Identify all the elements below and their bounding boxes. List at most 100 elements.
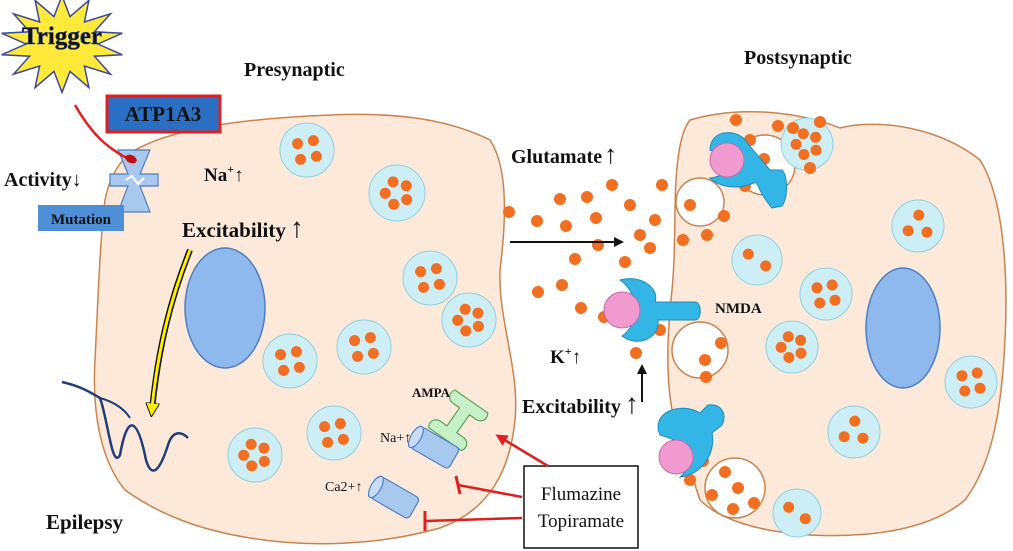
glutamate-dot (531, 215, 543, 227)
trigger-label: Trigger (22, 23, 102, 50)
nmda-receptor (657, 404, 725, 478)
vesicle (944, 355, 998, 409)
ampa-label: AMPA (412, 385, 451, 400)
glutamate-dot (684, 474, 696, 486)
glutamate-dot (581, 191, 593, 203)
glutamate-dot (814, 116, 826, 128)
gene-label: ATP1A3 (125, 102, 202, 126)
glutamate-dot (772, 120, 784, 132)
pathway-arrow-fill (150, 249, 192, 409)
drug-activate-ampa-arrow (495, 434, 549, 468)
nmda-receptor (708, 132, 787, 209)
glutamate-dot (748, 497, 760, 509)
vesicle (891, 199, 945, 253)
glutamate-dot (619, 256, 631, 268)
vesicle (368, 164, 426, 222)
postsynaptic-excitability-label: Excitability↑ (522, 389, 639, 420)
up-arrow-icon: ↑ (625, 389, 639, 420)
glutamate-dot (649, 214, 661, 226)
up-arrow-icon: ↑ (572, 347, 582, 368)
epilepsy-trace (99, 397, 131, 419)
glutamate-dot (556, 279, 568, 291)
down-arrow-icon: ↓ (72, 169, 82, 191)
glutamate-dot (701, 229, 713, 241)
pointer-tip-icon (125, 154, 137, 164)
glutamate-dot (727, 503, 739, 515)
glutamate-dot (592, 239, 604, 251)
vesicle (402, 250, 458, 306)
glutamate-dot (730, 114, 742, 126)
glutamate-dot (644, 242, 656, 254)
gene-box (105, 94, 222, 134)
glutamate-dot (634, 229, 646, 241)
trigger-pointer (73, 104, 131, 162)
vesicle (765, 320, 819, 374)
up-arrow-icon: ↑ (290, 213, 304, 244)
vesicle (799, 267, 853, 321)
presynaptic-heading: Presynaptic (244, 59, 345, 81)
glutamate-dot (569, 253, 581, 265)
sodium-channel (407, 425, 460, 469)
atp1a3-pump (109, 149, 159, 213)
potassium-increase-label: K+↑ (550, 344, 581, 368)
vesicle (306, 405, 362, 461)
glutamate-dot (699, 354, 711, 366)
spine-pocket (671, 321, 729, 379)
calcium-channel-label: Ca2+↑ (325, 480, 362, 495)
vesicle (227, 427, 283, 483)
presynaptic-excitability-label: Excitability↑ (182, 213, 304, 244)
trigger-star (1, 0, 123, 95)
vesicle (336, 319, 392, 375)
glutamate-dot (732, 482, 744, 494)
presynaptic-nucleus (184, 247, 266, 369)
glutamate-dot (630, 347, 642, 359)
mutation-label: Mutation (51, 212, 112, 228)
drug-inhibit-sodium (454, 475, 523, 499)
glutamate-dot (715, 337, 727, 349)
epilepsy-label: Epilepsy (46, 510, 124, 534)
postsynaptic-nucleus (865, 267, 941, 389)
vesicle (772, 488, 822, 538)
mutation-box (38, 205, 124, 231)
glutamate-dot (656, 179, 668, 191)
drug-label-topiramate: Topiramate (538, 511, 624, 532)
drug-label-flumazine: Flumazine (541, 484, 621, 505)
nmda-label: NMDA (715, 301, 762, 317)
glutamate-dot (718, 210, 730, 222)
vesicle (279, 122, 335, 178)
glutamate-dot (684, 199, 696, 211)
calcium-channel (367, 475, 420, 519)
glutamate-dot (706, 489, 718, 501)
vesicle (827, 405, 881, 459)
drug-inhibit-calcium (423, 511, 523, 531)
glutamate-dot (804, 162, 816, 174)
glutamate-dot (787, 122, 799, 134)
sodium-channel-label: Na+↑ (380, 431, 411, 446)
postsynaptic-heading: Postsynaptic (744, 47, 852, 69)
glutamate-dot (677, 234, 689, 246)
glutamate-dot (719, 466, 731, 478)
spine-pocket (675, 177, 725, 227)
up-arrow-icon: ↑ (604, 140, 617, 169)
glutamate-dot (575, 302, 587, 314)
up-arrow-icon: ↑ (234, 165, 244, 186)
glutamate-dot (624, 199, 636, 211)
glutamate-label: Glutamate↑ (511, 140, 617, 169)
nmda-receptor (603, 278, 701, 342)
glutamate-dot (532, 286, 544, 298)
vesicle (731, 234, 783, 286)
epilepsy-trace (61, 380, 189, 472)
vesicle (441, 292, 497, 348)
glutamate-dot (554, 193, 566, 205)
drug-box (523, 465, 639, 549)
glutamate-dot (606, 179, 618, 191)
ampa-receptor (428, 389, 489, 452)
sodium-increase-label: Na+↑ (204, 162, 244, 186)
glutamate-dot (590, 212, 602, 224)
glutamate-dot (700, 371, 712, 383)
glutamate-dot (503, 206, 515, 218)
activity-label: Activity↓ (4, 169, 82, 191)
vesicle (262, 333, 318, 389)
vesicle-group (227, 117, 998, 538)
